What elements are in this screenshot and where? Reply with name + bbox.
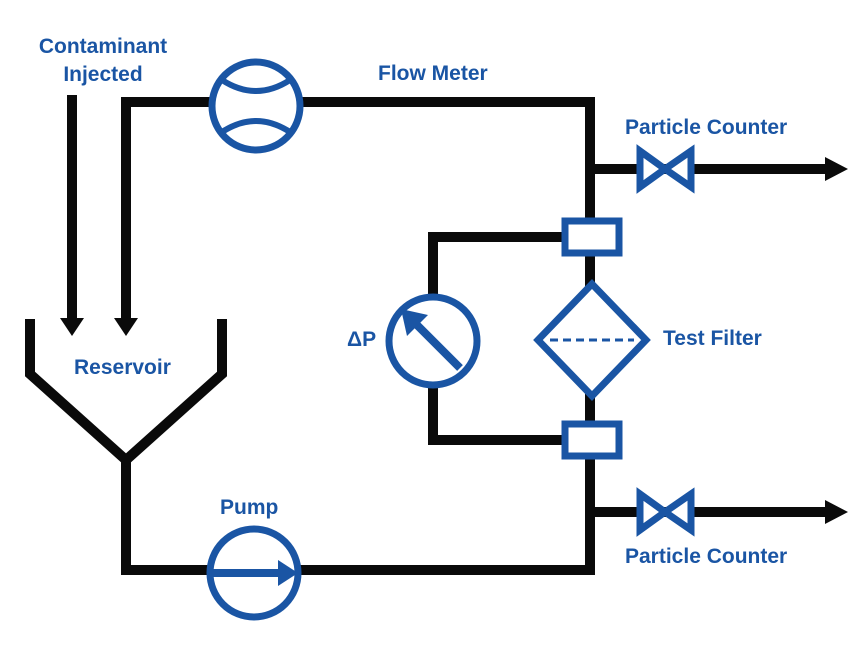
contaminant-label: Contaminant Injected xyxy=(28,33,178,89)
pump-icon xyxy=(206,525,302,621)
delta-p-label: ΔP xyxy=(347,328,377,351)
flow-meter-icon xyxy=(208,58,304,154)
delta-p-gauge-icon xyxy=(385,293,481,389)
particle-counter-top-valve xyxy=(636,144,695,194)
particle-counter-bottom-line xyxy=(585,500,848,524)
particle-counter-bottom-label: Particle Counter xyxy=(625,545,788,568)
upstream-pressure-tap xyxy=(561,217,623,257)
downstream-pressure-tap xyxy=(561,420,623,460)
particle-counter-top-label: Particle Counter xyxy=(625,116,788,139)
particle-counter-top-line xyxy=(585,157,848,181)
particle-counter-bottom-valve xyxy=(636,487,695,537)
test-filter-label: Test Filter xyxy=(663,327,762,350)
test-filter-icon xyxy=(533,278,651,402)
contaminant-label-line2: Injected xyxy=(63,63,143,86)
contaminant-label-line1: Contaminant xyxy=(38,35,168,58)
reservoir-label: Reservoir xyxy=(74,356,171,379)
pump-label: Pump xyxy=(220,496,279,519)
flow-meter-label: Flow Meter xyxy=(378,62,488,85)
contaminant-injection-arrow xyxy=(60,95,84,336)
reservoir-vessel xyxy=(25,319,227,467)
